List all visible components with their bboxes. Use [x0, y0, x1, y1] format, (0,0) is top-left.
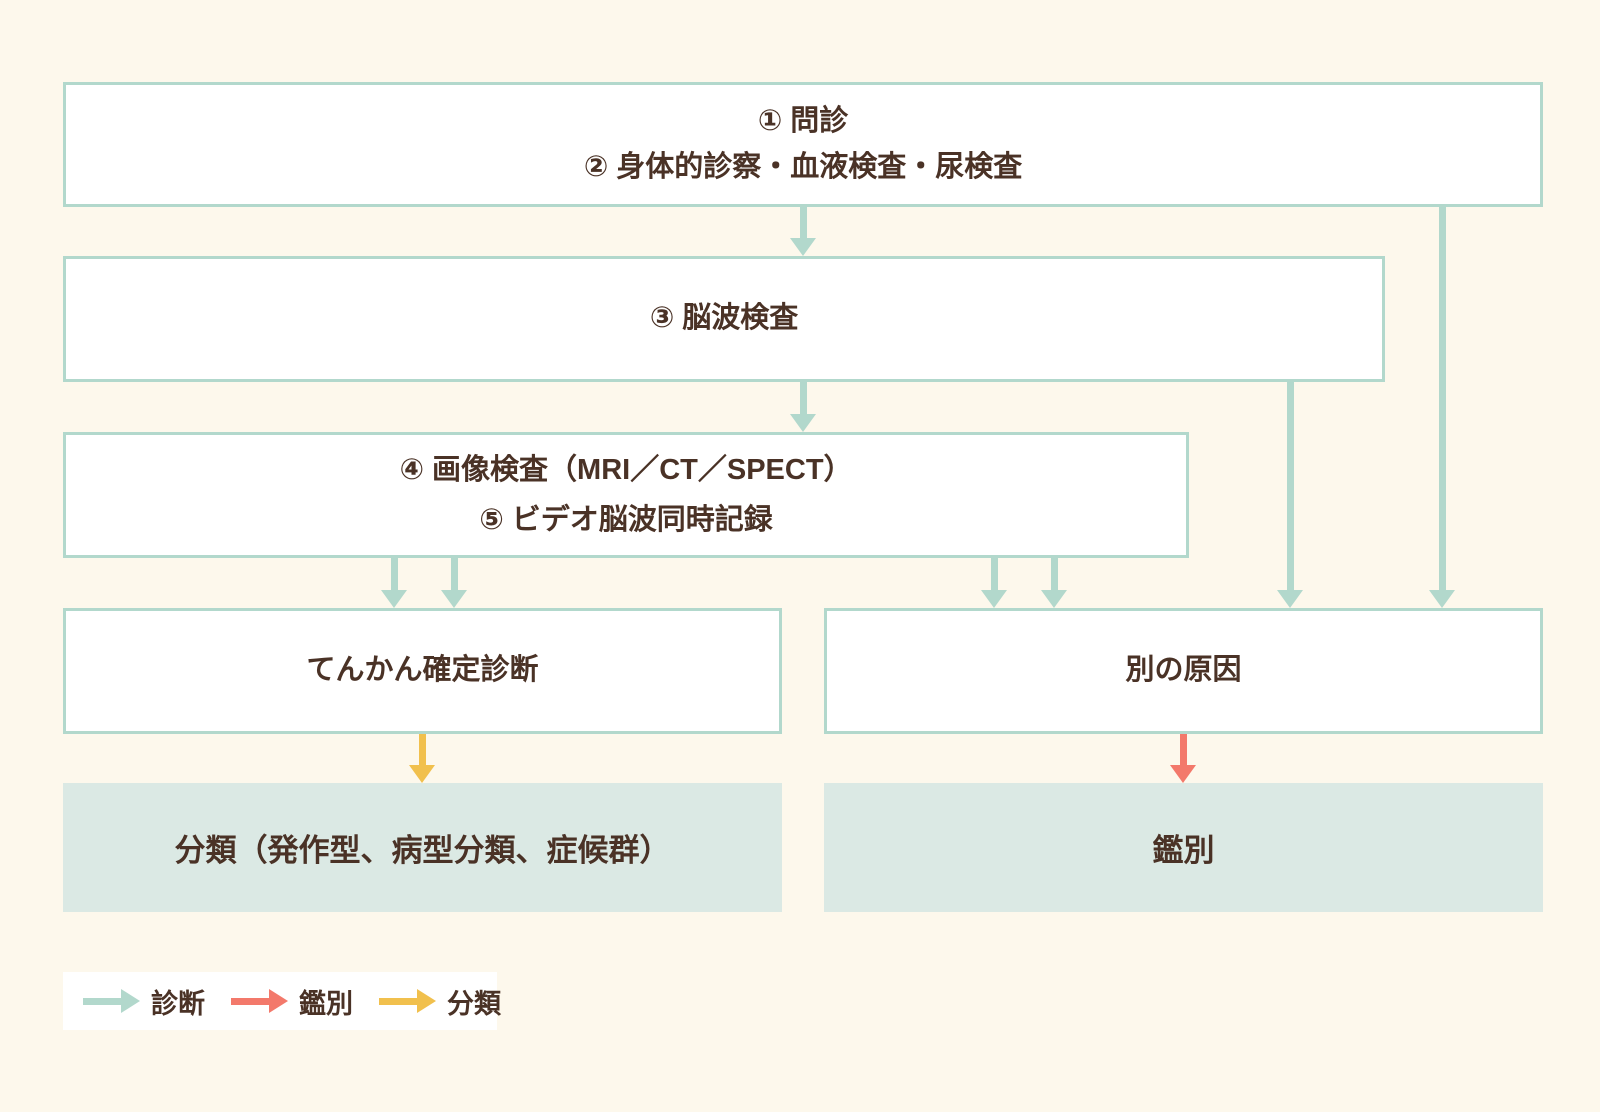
arrow-step3-to-diagnosis-1 [381, 558, 407, 608]
arrow-stem [1286, 382, 1294, 590]
other-cause-label: 別の原因 [1125, 654, 1242, 687]
arrow-head-icon [1041, 590, 1067, 608]
arrow-head-icon [790, 414, 816, 432]
arrow-stem [450, 558, 458, 590]
diagnosis-box: てんかん確定診断 [63, 608, 782, 734]
arrow-step1-to-other-cause [1429, 207, 1455, 608]
legend-differential-arrow-icon [231, 989, 288, 1013]
legend: 診断 鑑別 分類 [63, 972, 501, 1030]
arrow-head-icon [1429, 590, 1455, 608]
arrow-head-icon [417, 989, 436, 1013]
arrow-step3-to-other-cause-2 [1041, 558, 1067, 608]
step3-box: ④ 画像検査（MRI／CT／SPECT） ⑤ ビデオ脳波同時記録 [63, 432, 1189, 558]
legend-diagnosis-label: 診断 [151, 988, 205, 1019]
arrow-head-icon [981, 590, 1007, 608]
step1-line2: ② 身体的診察・血液検査・尿検査 [583, 150, 1023, 183]
arrow-head-icon [790, 238, 816, 256]
arrow-stem [799, 382, 807, 414]
arrow-head-icon [269, 989, 288, 1013]
arrow-head-icon [441, 590, 467, 608]
arrow-stem [379, 997, 417, 1005]
legend-item-differential: 鑑別 [231, 982, 353, 1021]
step1-box: ① 問診 ② 身体的診察・血液検査・尿検査 [63, 82, 1543, 207]
arrow-step2-to-other-cause [1277, 382, 1303, 608]
differential-box: 鑑別 [824, 783, 1543, 912]
arrow-diagnosis-to-classification [409, 734, 435, 783]
legend-diagnosis-arrow-icon [83, 989, 140, 1013]
arrow-step3-to-diagnosis-2 [441, 558, 467, 608]
step3-line1: ④ 画像検査（MRI／CT／SPECT） [399, 453, 853, 486]
arrow-other-cause-to-differential [1170, 734, 1196, 783]
diagnosis-label: てんかん確定診断 [306, 654, 539, 687]
arrow-stem [990, 558, 998, 590]
differential-label: 鑑別 [1152, 833, 1215, 868]
other-cause-box: 別の原因 [824, 608, 1543, 734]
arrow-stem [1050, 558, 1058, 590]
legend-classification-label: 分類 [447, 988, 501, 1019]
arrow-head-icon [381, 590, 407, 608]
arrow-head-icon [1277, 590, 1303, 608]
legend-item-diagnosis: 診断 [83, 982, 205, 1021]
step2-label: ③ 脳波検査 [649, 302, 799, 335]
arrow-stem [390, 558, 398, 590]
arrow-step1-to-step2 [790, 207, 816, 256]
arrow-stem [83, 997, 121, 1005]
legend-classification-arrow-icon [379, 989, 436, 1013]
arrow-stem [799, 207, 807, 238]
classification-box: 分類（発作型、病型分類、症候群） [63, 783, 782, 912]
legend-item-classification: 分類 [379, 982, 501, 1021]
classification-label: 分類（発作型、病型分類、症候群） [174, 833, 671, 868]
step1-line1: ① 問診 [757, 104, 849, 137]
arrow-stem [231, 997, 269, 1005]
step2-box: ③ 脳波検査 [63, 256, 1385, 382]
arrow-head-icon [121, 989, 140, 1013]
arrow-stem [1438, 207, 1446, 590]
arrow-step3-to-other-cause-1 [981, 558, 1007, 608]
arrow-stem [1179, 734, 1187, 765]
legend-differential-label: 鑑別 [299, 988, 353, 1019]
arrow-step2-to-step3 [790, 382, 816, 432]
arrow-stem [418, 734, 426, 765]
arrow-head-icon [1170, 765, 1196, 783]
step3-line2: ⑤ ビデオ脳波同時記録 [479, 504, 773, 536]
arrow-head-icon [409, 765, 435, 783]
